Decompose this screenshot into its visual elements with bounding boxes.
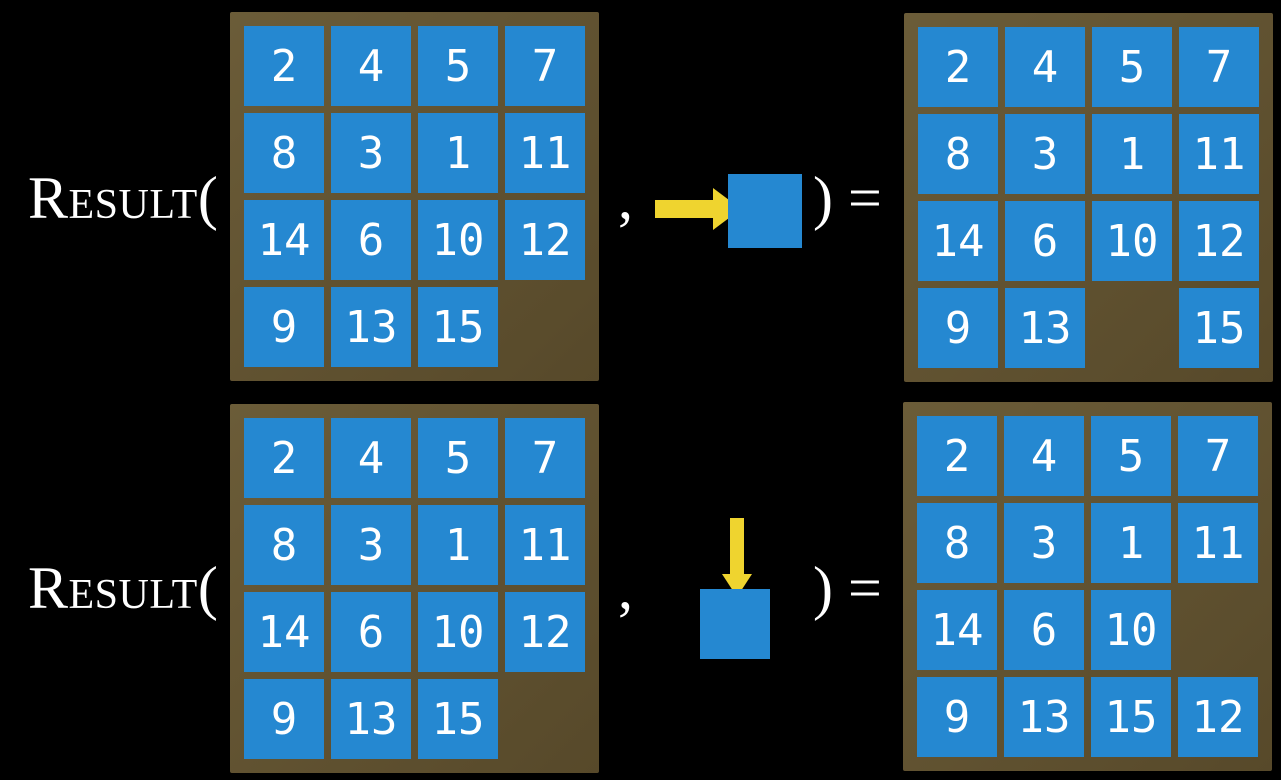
- puzzle-tile: 4: [1005, 27, 1085, 107]
- puzzle-tile: 2: [244, 418, 324, 498]
- blank-cell: [505, 679, 585, 759]
- puzzle-tile: 3: [331, 113, 411, 193]
- puzzle-tile: 7: [505, 418, 585, 498]
- puzzle-tile: 3: [1005, 114, 1085, 194]
- puzzle-tile: 11: [505, 113, 585, 193]
- puzzle-tile: 1: [1092, 114, 1172, 194]
- puzzle-tile: 13: [331, 679, 411, 759]
- puzzle-tile: 7: [505, 26, 585, 106]
- puzzle-tile: 14: [244, 592, 324, 672]
- puzzle-tile: 12: [505, 200, 585, 280]
- puzzle-tile: 10: [1091, 590, 1171, 670]
- puzzle-tile: 12: [1178, 677, 1258, 757]
- puzzle-tile: 13: [1004, 677, 1084, 757]
- puzzle-tile: 8: [244, 113, 324, 193]
- puzzle-tile: 3: [331, 505, 411, 585]
- puzzle-tile: 1: [418, 505, 498, 585]
- puzzle-tile: 4: [1004, 416, 1084, 496]
- puzzle-tile: 15: [1091, 677, 1171, 757]
- puzzle-tile: 13: [1005, 288, 1085, 368]
- puzzle-tile: 4: [331, 26, 411, 106]
- puzzle-tile: 8: [918, 114, 998, 194]
- puzzle-tile: 1: [1091, 503, 1171, 583]
- puzzle-tile: 5: [418, 26, 498, 106]
- arrow-shaft: [655, 200, 715, 218]
- puzzle-tile: 6: [331, 200, 411, 280]
- blank-cell: [1092, 288, 1172, 368]
- puzzle-tile: 11: [1179, 114, 1259, 194]
- puzzle-tile: 5: [1092, 27, 1172, 107]
- puzzle-tile: 6: [1005, 201, 1085, 281]
- puzzle-tile: 12: [1179, 201, 1259, 281]
- puzzle-tile: 15: [418, 287, 498, 367]
- puzzle-tile: 10: [418, 200, 498, 280]
- puzzle-tile: 15: [1179, 288, 1259, 368]
- blank-cell: [1178, 590, 1258, 670]
- puzzle-tile: 9: [918, 288, 998, 368]
- puzzle-tile: 6: [1004, 590, 1084, 670]
- puzzle-tile: 14: [918, 201, 998, 281]
- result-function-label: Result(: [28, 555, 219, 621]
- puzzle-tile: 5: [418, 418, 498, 498]
- puzzle-tile: 14: [244, 200, 324, 280]
- close-paren-equals: ) =: [813, 165, 882, 231]
- puzzle-tile: 2: [918, 27, 998, 107]
- puzzle-tile: 2: [917, 416, 997, 496]
- puzzle-tile: 2: [244, 26, 324, 106]
- puzzle-tile: 1: [418, 113, 498, 193]
- blank-square-icon: [700, 589, 770, 659]
- puzzle-tile: 4: [331, 418, 411, 498]
- puzzle-tile: 11: [505, 505, 585, 585]
- arrow-down-icon: [722, 518, 752, 598]
- puzzle-tile: 6: [331, 592, 411, 672]
- puzzle-tile: 5: [1091, 416, 1171, 496]
- puzzle-tile: 14: [917, 590, 997, 670]
- puzzle-tile: 10: [418, 592, 498, 672]
- puzzle-tile: 9: [244, 287, 324, 367]
- puzzle-tile: 8: [244, 505, 324, 585]
- blank-cell: [505, 287, 585, 367]
- puzzle-tile: 13: [331, 287, 411, 367]
- result-function-label: Result(: [28, 165, 219, 231]
- puzzle-tile: 8: [917, 503, 997, 583]
- puzzle-tile: 11: [1178, 503, 1258, 583]
- puzzle-tile: 3: [1004, 503, 1084, 583]
- puzzle-tile: 7: [1178, 416, 1258, 496]
- puzzle-tile: 9: [917, 677, 997, 757]
- arrow-shaft: [730, 518, 744, 576]
- puzzle-tile: 15: [418, 679, 498, 759]
- puzzle-tile: 9: [244, 679, 324, 759]
- close-paren-equals: ) =: [813, 555, 882, 621]
- blank-square-icon: [728, 174, 802, 248]
- puzzle-tile: 10: [1092, 201, 1172, 281]
- puzzle-tile: 7: [1179, 27, 1259, 107]
- comma-separator: ,: [618, 555, 633, 621]
- comma-separator: ,: [618, 165, 633, 231]
- puzzle-tile: 12: [505, 592, 585, 672]
